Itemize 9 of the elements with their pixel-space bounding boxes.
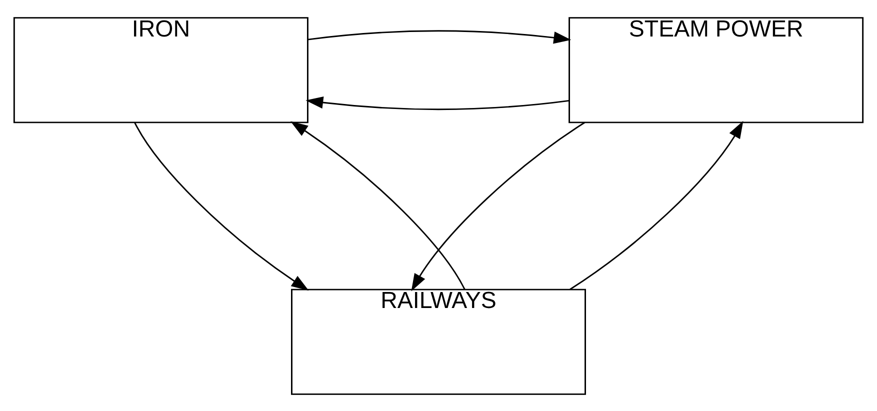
node-box: IRON — [13, 16, 308, 123]
arrow — [290, 120, 466, 290]
node-box: STEAM POWER — [568, 16, 864, 123]
arrow — [411, 121, 586, 291]
node-box: RAILWAYS — [291, 288, 586, 394]
arrow — [134, 122, 309, 290]
arrow — [306, 96, 570, 110]
arrow — [570, 120, 744, 290]
arrow — [308, 30, 572, 44]
